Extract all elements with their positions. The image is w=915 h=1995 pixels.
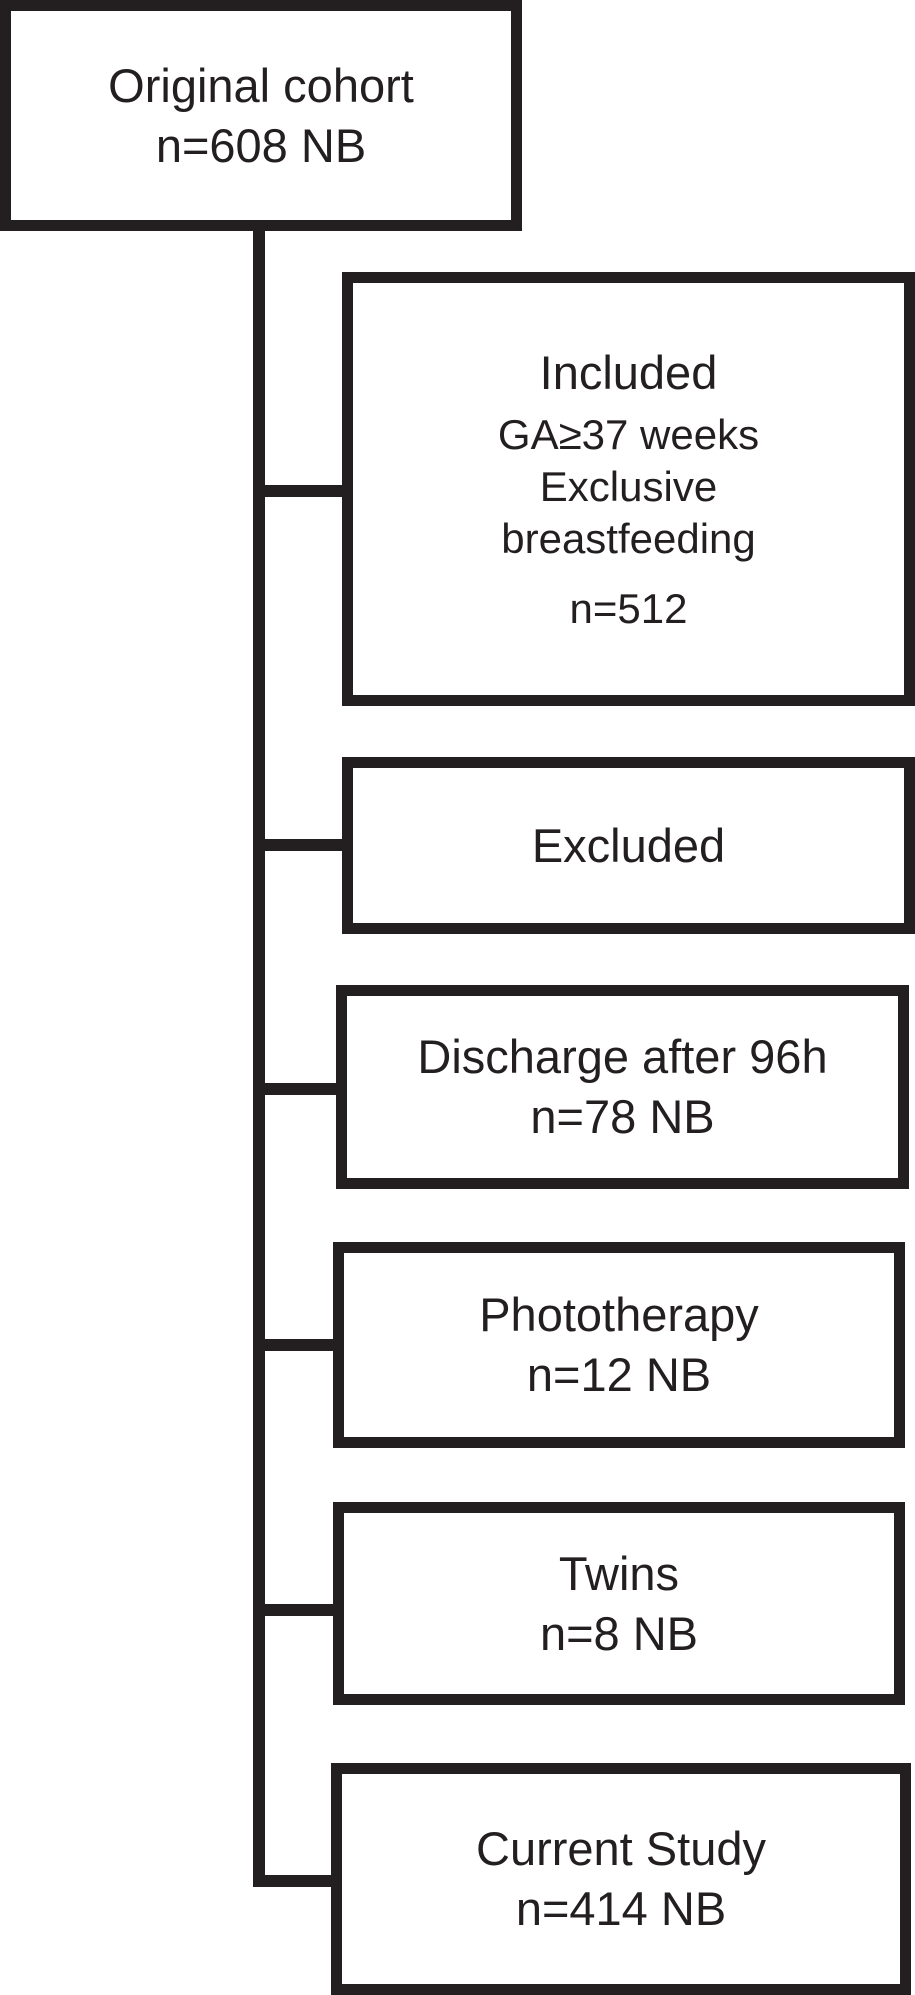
- phototherapy-title: Phototherapy: [479, 1288, 759, 1341]
- discharge-box: Discharge after 96h n=78 NB: [336, 985, 909, 1189]
- current-study-title: Current Study: [476, 1822, 766, 1875]
- included-criterion-breastfeeding: breastfeeding: [501, 515, 756, 562]
- phototherapy-box: Phototherapy n=12 NB: [333, 1242, 905, 1448]
- included-count: n=512: [569, 585, 688, 632]
- original-cohort-box: Original cohort n=608 NB: [0, 0, 522, 231]
- connector-current-study: [253, 1875, 337, 1887]
- original-cohort-count: n=608 NB: [155, 118, 367, 172]
- included-criterion-exclusive: Exclusive: [539, 463, 718, 510]
- discharge-count: n=78 NB: [530, 1090, 715, 1143]
- twins-count: n=8 NB: [539, 1606, 699, 1660]
- included-box: Included GA≥37 weeks Exclusive breastfee…: [342, 272, 915, 706]
- connector-twins: [253, 1604, 339, 1616]
- connector-excluded: [253, 839, 348, 851]
- current-study-count: n=414 NB: [515, 1882, 727, 1935]
- flow-trunk-line: [253, 225, 265, 1887]
- connector-included: [253, 485, 348, 497]
- phototherapy-count: n=12 NB: [526, 1348, 712, 1401]
- current-study-box: Current Study n=414 NB: [331, 1763, 911, 1995]
- twins-title: Twins: [558, 1546, 680, 1600]
- twins-box: Twins n=8 NB: [333, 1502, 905, 1705]
- included-title: Included: [539, 346, 718, 399]
- excluded-box: Excluded: [342, 757, 915, 934]
- included-criterion-ga: GA≥37 weeks: [497, 411, 760, 458]
- discharge-title: Discharge after 96h: [417, 1030, 828, 1083]
- connector-phototherapy: [253, 1339, 339, 1351]
- excluded-title: Excluded: [531, 818, 726, 872]
- original-cohort-title: Original cohort: [108, 58, 414, 112]
- connector-discharge: [253, 1083, 342, 1095]
